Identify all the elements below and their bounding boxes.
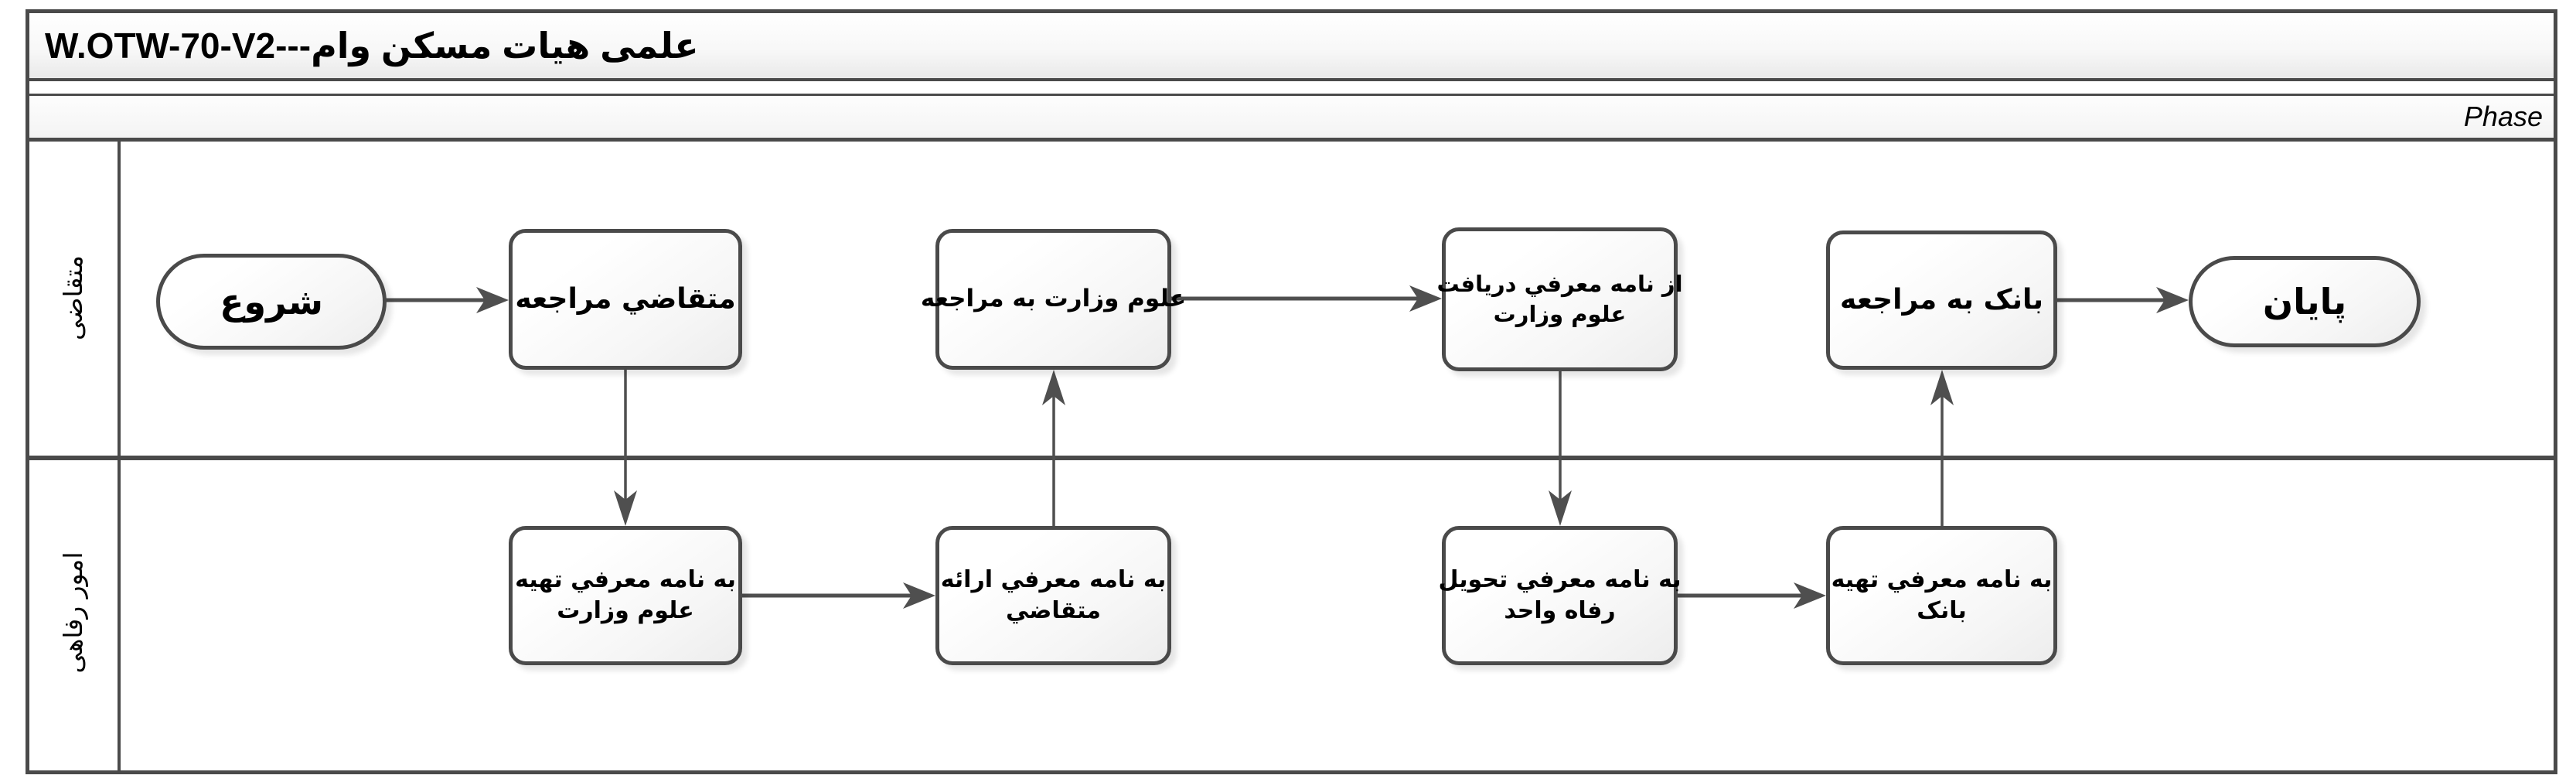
task-deliver-letter-applicant[interactable]: ارائه معرفي نامه به متقاضي [935, 526, 1171, 665]
task-label: مراجعه به بانک [1840, 283, 2043, 316]
connector-start-t1 [384, 287, 509, 313]
phase-label: Phase [2463, 101, 2543, 132]
task-visit-bank[interactable]: مراجعه به بانک [1826, 231, 2057, 370]
task-label-line1: دريافت معرفي نامه از [1436, 270, 1683, 297]
task-label-line2: بانک [1917, 597, 1967, 624]
connector-t1-t5 [614, 370, 637, 526]
task-prepare-letter-ministry[interactable]: تهيه معرفي نامه به وزارت علوم [509, 526, 742, 665]
connector-t4-end [2057, 287, 2189, 313]
process-title-text: وام مسکن هیات علمی [311, 26, 699, 66]
connector-t6-t2 [1042, 370, 1065, 526]
connector-t8-t4 [1930, 370, 1954, 526]
process-title-code: W.OTW-70-V2--- [45, 26, 312, 66]
task-label-line1: تهيه معرفي نامه به [515, 565, 736, 593]
task-label-line2: متقاضي [1005, 597, 1102, 624]
connector-t7-t8 [1678, 582, 1826, 609]
task-applicant-visit[interactable]: مراجعه متقاضي [509, 229, 742, 370]
phase-bottom-line [26, 138, 2557, 142]
process-title: W.OTW-70-V2---وام مسکن هیات علمی [29, 25, 699, 67]
task-deliver-letter-welfare-unit[interactable]: تحويل معرفي نامه به واحد رفاه [1438, 526, 1682, 665]
task-label-line1: تهيه معرفي نامه به [1831, 565, 2053, 593]
start-event-label: شروع [220, 281, 323, 323]
start-event[interactable]: شروع [156, 254, 387, 350]
task-label-line2: واحد رفاه [1504, 597, 1616, 624]
connector-t3-t7 [1549, 371, 1572, 526]
title-bar: W.OTW-70-V2---وام مسکن هیات علمی [29, 13, 2554, 78]
task-label-line1: تحويل معرفي نامه به [1438, 565, 1682, 593]
task-label: مراجعه به وزارت علوم [920, 285, 1187, 313]
title-divider-line [26, 78, 2557, 81]
end-event[interactable]: پايان [2189, 256, 2421, 347]
phase-band: Phase [29, 96, 2554, 138]
task-label-line2: وزارت علوم [557, 597, 694, 624]
phase-top-line [26, 94, 2557, 96]
lane-divider-line [26, 456, 2557, 460]
task-receive-intro-letter[interactable]: دريافت معرفي نامه از وزارت علوم [1436, 227, 1683, 371]
task-label-line1: ارائه معرفي نامه به [940, 565, 1167, 593]
task-label-line2: وزارت علوم [1493, 301, 1627, 327]
connector-t5-t6 [742, 582, 935, 609]
connector-t2-t3 [1171, 285, 1442, 312]
task-label: مراجعه متقاضي [515, 282, 736, 315]
end-event-label: پايان [2262, 281, 2347, 323]
task-visit-ministry-science[interactable]: مراجعه به وزارت علوم [921, 229, 1186, 370]
task-prepare-letter-bank[interactable]: تهيه معرفي نامه به بانک [1826, 526, 2057, 665]
